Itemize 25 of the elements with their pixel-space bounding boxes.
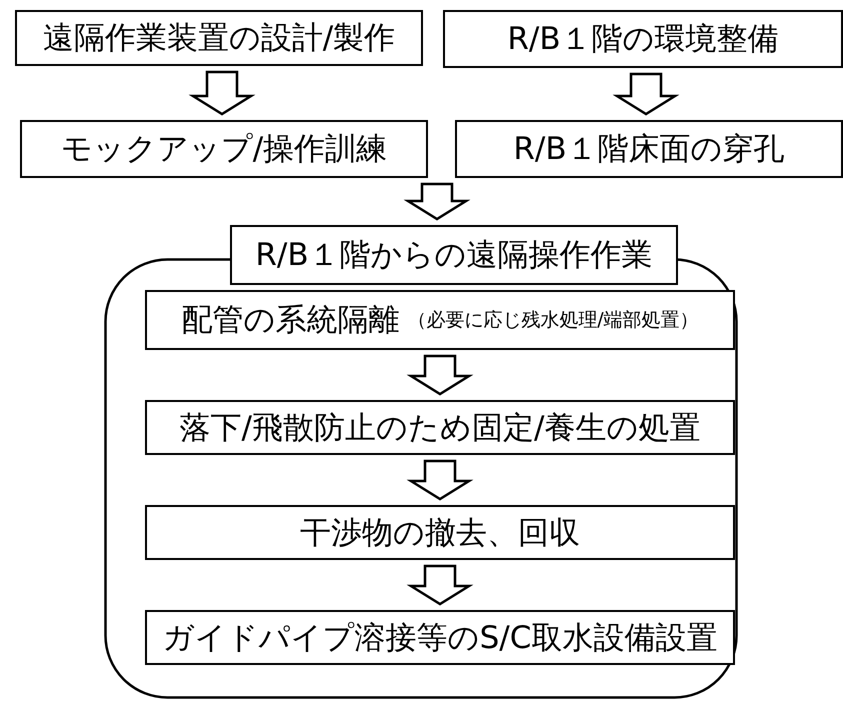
step-text: 干渉物の撤去、回収 [300, 514, 580, 552]
step-text: ガイドパイプ溶接等のS/C取水設備設置 [162, 618, 718, 658]
step-note: （必要に応じ残水処理/端部処置） [407, 308, 699, 333]
step-text: R/B１階からの遠隔操作作業 [255, 236, 653, 275]
block-arrow [406, 564, 474, 606]
step-text: 落下/飛散防止のため固定/養生の処置 [180, 408, 700, 448]
process-box [145, 610, 735, 665]
block-arrow [612, 72, 680, 116]
process-box [145, 400, 735, 455]
step-text: モックアップ/操作訓練 [60, 130, 388, 169]
step-text: R/B１階の環境整備 [507, 20, 779, 59]
process-box [145, 505, 735, 560]
process-box [20, 120, 428, 178]
process-box [443, 10, 843, 68]
step-text: 遠隔作業装置の設計/製作 [42, 19, 396, 58]
block-arrow [404, 182, 470, 220]
process-box [230, 225, 678, 285]
block-arrow [406, 460, 474, 500]
process-box [15, 10, 423, 66]
block-arrow [406, 354, 474, 396]
step-text: 配管の系統隔離 [181, 301, 400, 340]
block-arrow [188, 70, 256, 116]
step-text: R/B１階床面の穿孔 [513, 130, 785, 169]
process-box [145, 290, 735, 350]
process-box [455, 120, 843, 178]
